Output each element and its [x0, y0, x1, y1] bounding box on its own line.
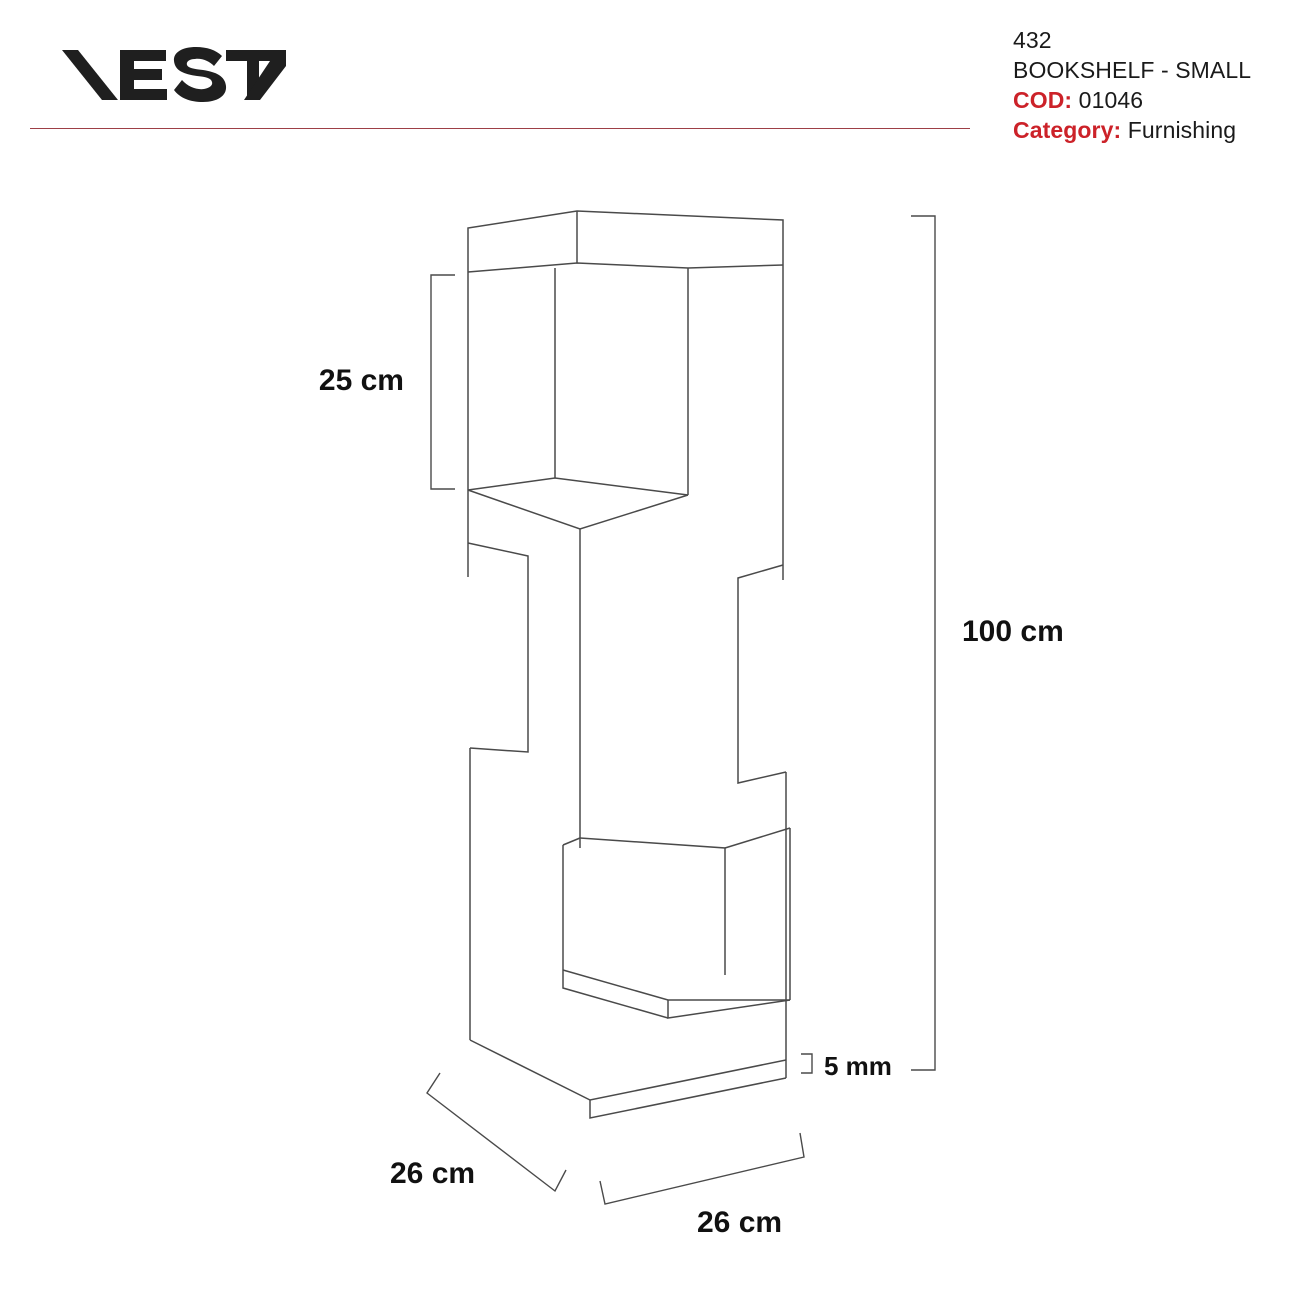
bottom-cubby	[562, 827, 791, 1019]
page-header: 432 BOOKSHELF - SMALL COD: 01046 Categor…	[0, 0, 1300, 150]
product-category: Category: Furnishing	[1013, 116, 1251, 146]
middle-spine	[467, 542, 787, 838]
dimension-label-100cm: 100 cm	[962, 615, 1064, 648]
category-value: Furnishing	[1127, 116, 1237, 143]
dimension-25cm	[430, 274, 455, 490]
product-cod: COD: 01046	[1013, 86, 1251, 116]
product-meta: 432 BOOKSHELF - SMALL COD: 01046 Categor…	[1013, 26, 1251, 146]
dimension-label-26cm-left: 26 cm	[390, 1157, 475, 1190]
dimension-5mm-marker	[801, 1053, 813, 1074]
dimension-label-26cm-right: 26 cm	[697, 1206, 782, 1239]
dimension-label-5mm: 5 mm	[824, 1051, 892, 1081]
header-divider	[30, 128, 970, 129]
dimension-label-25cm: 25 cm	[319, 364, 404, 397]
bottom-block	[469, 765, 787, 1119]
dimension-26cm-right	[599, 1132, 805, 1205]
dimension-100cm	[911, 215, 936, 1071]
vesta-logo	[58, 44, 288, 106]
dimension-26cm-left	[426, 1072, 567, 1193]
product-number: 432	[1013, 27, 1052, 53]
cod-value: 01046	[1078, 86, 1144, 113]
cod-label: COD:	[1013, 86, 1073, 113]
top-panel	[467, 210, 784, 273]
product-name: BOOKSHELF - SMALL	[1013, 56, 1252, 83]
category-label: Category:	[1013, 116, 1122, 143]
top-compartment	[467, 265, 784, 565]
